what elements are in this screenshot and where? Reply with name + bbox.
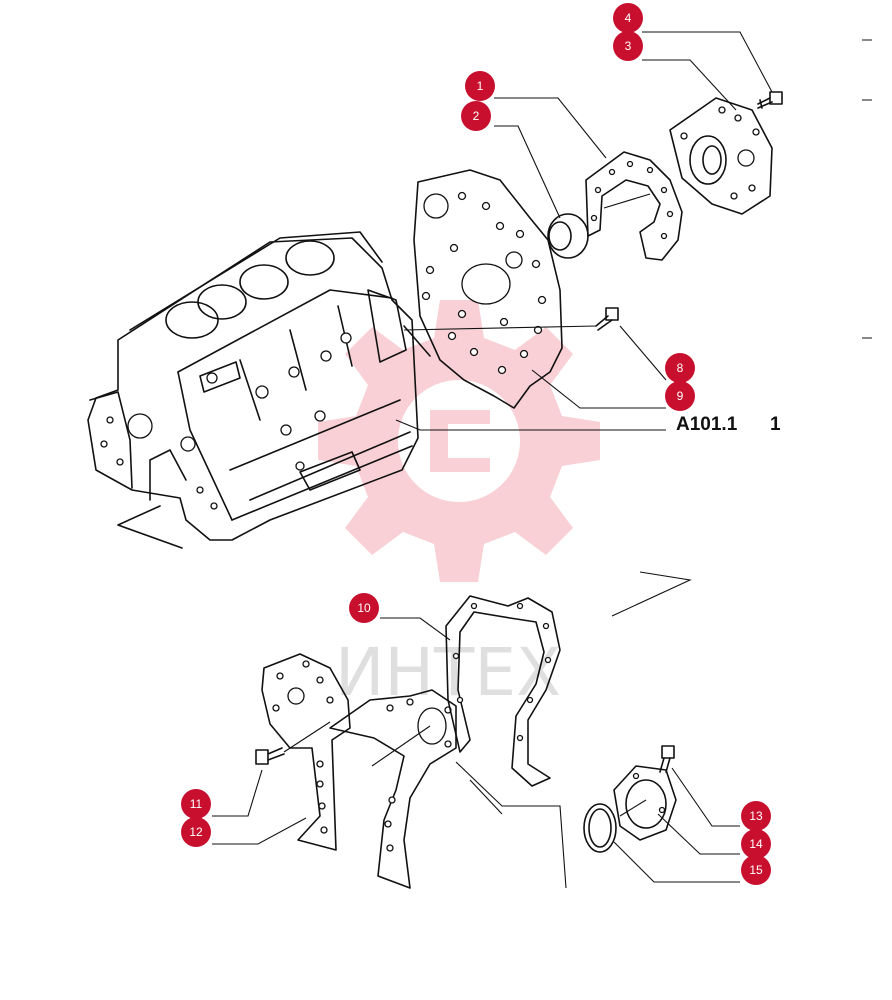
svg-text:8: 8 xyxy=(677,361,684,375)
bolt-4 xyxy=(757,91,783,109)
callout-1[interactable]: 1 xyxy=(465,71,495,101)
svg-text:14: 14 xyxy=(749,837,763,851)
callout-9[interactable]: 9 xyxy=(665,381,695,411)
o-ring xyxy=(583,803,617,853)
rear-plate xyxy=(403,169,563,409)
lower-front-cover xyxy=(261,653,351,851)
cover-gasket xyxy=(445,595,561,787)
leader-lines xyxy=(212,31,872,883)
watermark-gear-logo xyxy=(318,300,600,582)
callout-2[interactable]: 2 xyxy=(461,101,491,131)
callout-8[interactable]: 8 xyxy=(665,353,695,383)
callout-10[interactable]: 10 xyxy=(349,593,379,623)
svg-text:9: 9 xyxy=(677,389,684,403)
callout-4[interactable]: 4 xyxy=(613,3,643,33)
svg-text:3: 3 xyxy=(625,39,632,53)
end-cover xyxy=(613,765,677,841)
callout-14[interactable]: 14 xyxy=(741,829,771,859)
callout-15[interactable]: 15 xyxy=(741,855,771,885)
callout-12[interactable]: 12 xyxy=(181,817,211,847)
construction-lines xyxy=(455,571,692,889)
svg-text:2: 2 xyxy=(473,109,480,123)
callout-13[interactable]: 13 xyxy=(741,801,771,831)
bolt-8 xyxy=(403,307,619,331)
engine-block xyxy=(87,231,419,549)
seal-ring xyxy=(547,213,589,259)
timing-plate xyxy=(329,689,457,889)
svg-text:10: 10 xyxy=(357,601,371,615)
reference-code: A101.1 xyxy=(676,414,738,435)
svg-text:11: 11 xyxy=(190,797,203,811)
svg-text:15: 15 xyxy=(749,863,763,877)
flange-gasket xyxy=(585,151,683,261)
bolt-11 xyxy=(255,721,331,765)
callout-3[interactable]: 3 xyxy=(613,31,643,61)
callout-11[interactable]: 11 xyxy=(181,789,211,819)
svg-text:13: 13 xyxy=(749,809,763,823)
bolt-13 xyxy=(659,745,675,773)
reference-index: 1 xyxy=(770,414,781,435)
svg-text:1: 1 xyxy=(477,79,484,93)
svg-text:4: 4 xyxy=(625,11,632,25)
svg-text:12: 12 xyxy=(189,825,203,839)
seal-housing xyxy=(669,97,773,215)
